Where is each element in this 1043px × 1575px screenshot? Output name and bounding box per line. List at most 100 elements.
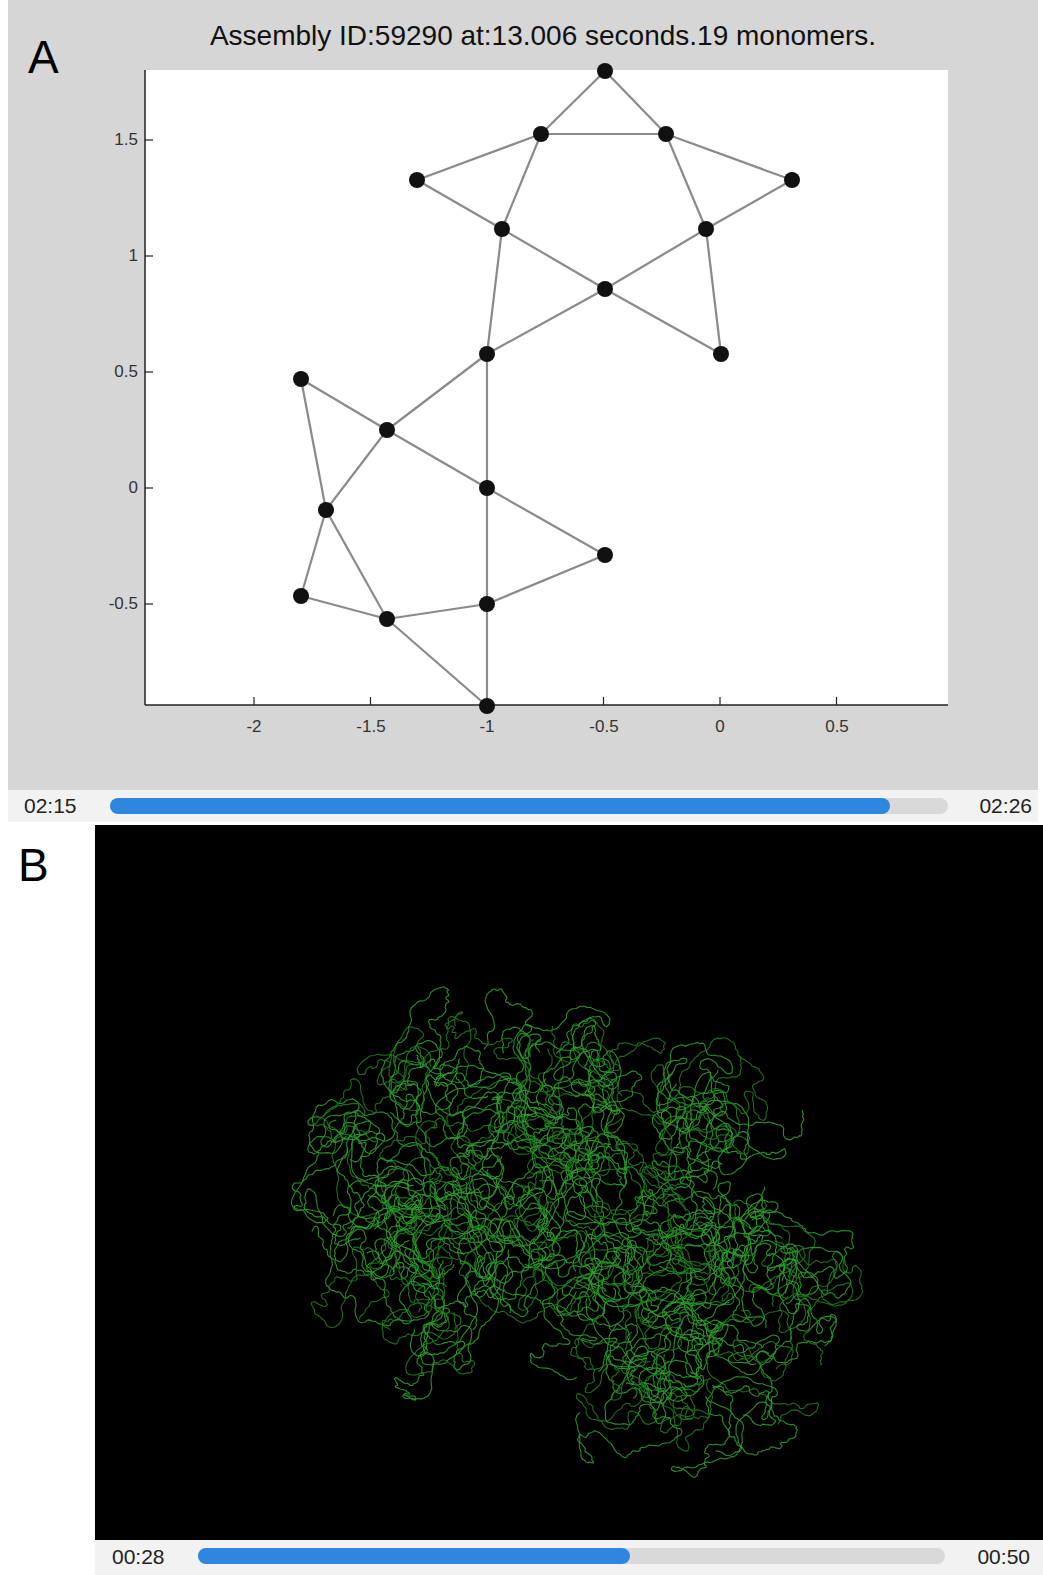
elapsed-time: 02:15: [24, 795, 77, 816]
strand: [381, 987, 448, 1125]
strand: [507, 1117, 610, 1176]
bond-line: [387, 604, 487, 619]
bond-line: [605, 229, 706, 289]
x-tick: [719, 697, 720, 705]
monomer-dot: [597, 281, 613, 297]
strand: [647, 1197, 714, 1306]
bond-line: [326, 430, 387, 510]
x-tick: [253, 697, 254, 705]
monomer-dot: [409, 172, 425, 188]
bond-line: [387, 430, 487, 488]
strand: [394, 1312, 443, 1400]
monomer-dot: [379, 611, 395, 627]
monomer-dot: [597, 63, 613, 79]
y-axis: [144, 70, 146, 705]
bond-line: [706, 180, 792, 229]
strand: [557, 1262, 617, 1346]
bond-line: [487, 488, 605, 555]
panel-a-ground: [8, 0, 1038, 790]
monomer-dot: [479, 596, 495, 612]
x-tick-label: 0: [715, 718, 724, 735]
bond-line: [541, 71, 605, 134]
strand: [670, 1244, 729, 1303]
monomer-dot: [293, 371, 309, 387]
strand: [405, 1194, 492, 1277]
strand: [430, 1116, 505, 1210]
progress-fill-b: [198, 1548, 630, 1564]
bond-line: [605, 289, 721, 354]
elapsed-time: 00:28: [112, 1546, 165, 1567]
monomer-dot: [658, 126, 674, 142]
strand: [482, 1106, 572, 1179]
x-tick: [836, 697, 837, 705]
total-time: 02:26: [979, 795, 1032, 816]
strand: [484, 989, 610, 1053]
strand: [382, 1246, 461, 1344]
bond-line: [541, 133, 666, 135]
x-tick: [603, 697, 604, 705]
strand: [722, 1243, 818, 1328]
player-bar-a: [8, 790, 1038, 822]
strand: [635, 1304, 701, 1391]
bond-line: [706, 229, 721, 354]
monomer-dot: [494, 221, 510, 237]
x-tick-label: -1: [479, 718, 494, 735]
plot-title: Assembly ID:59290 at:13.006 seconds.19 m…: [210, 22, 876, 50]
y-tick: [145, 603, 153, 604]
strand: [426, 1076, 522, 1175]
strand: [651, 1038, 741, 1126]
x-tick-label: 0.5: [825, 718, 849, 735]
monomer-dot: [318, 502, 334, 518]
monomer-dot: [479, 346, 495, 362]
strand: [292, 1121, 380, 1223]
strand: [631, 1334, 722, 1400]
progress-track-b: [198, 1548, 945, 1564]
strand: [452, 1186, 519, 1298]
strand: [536, 1057, 641, 1111]
strand: [577, 1286, 656, 1369]
panel-letter: A: [28, 34, 59, 80]
y-tick: [145, 255, 153, 256]
y-tick-label: 1: [129, 247, 138, 264]
monomer-dot: [698, 221, 714, 237]
y-tick-label: 0: [129, 479, 138, 496]
bond-line: [387, 619, 487, 706]
strand: [530, 1262, 596, 1380]
strand: [711, 1310, 793, 1381]
bond-line: [666, 134, 706, 229]
x-tick-label: -1.5: [356, 718, 385, 735]
bond-line: [387, 354, 487, 430]
strand: [518, 1231, 613, 1311]
strand: [608, 1293, 688, 1384]
strand: [424, 1252, 496, 1344]
x-axis: [145, 704, 948, 706]
progress-track-a: [110, 798, 948, 814]
monomer-dot: [713, 346, 729, 362]
strand: [426, 1064, 522, 1124]
strand: [388, 1195, 443, 1285]
strand: [367, 1239, 430, 1324]
strand: [704, 1181, 757, 1276]
monomer-dot: [479, 698, 495, 714]
panel-letter: B: [18, 842, 49, 888]
monomer-bonds: [301, 71, 792, 706]
bond-line: [301, 510, 326, 596]
panel-b-ground: [95, 825, 1043, 1540]
x-tick: [370, 697, 371, 705]
x-tick-label: -2: [246, 718, 261, 735]
bond-line: [301, 379, 326, 510]
y-tick: [145, 487, 153, 488]
bond-line: [605, 71, 666, 134]
strand: [497, 1085, 620, 1149]
strand: [416, 1046, 488, 1139]
y-tick: [145, 371, 153, 372]
strand: [334, 1226, 443, 1279]
strand: [445, 1012, 531, 1104]
bond-line: [486, 604, 488, 706]
strand: [580, 1245, 685, 1309]
x-tick-label: -0.5: [589, 718, 618, 735]
strand: [600, 1167, 684, 1239]
bond-line: [326, 510, 387, 619]
y-tick-label: -0.5: [109, 595, 138, 612]
